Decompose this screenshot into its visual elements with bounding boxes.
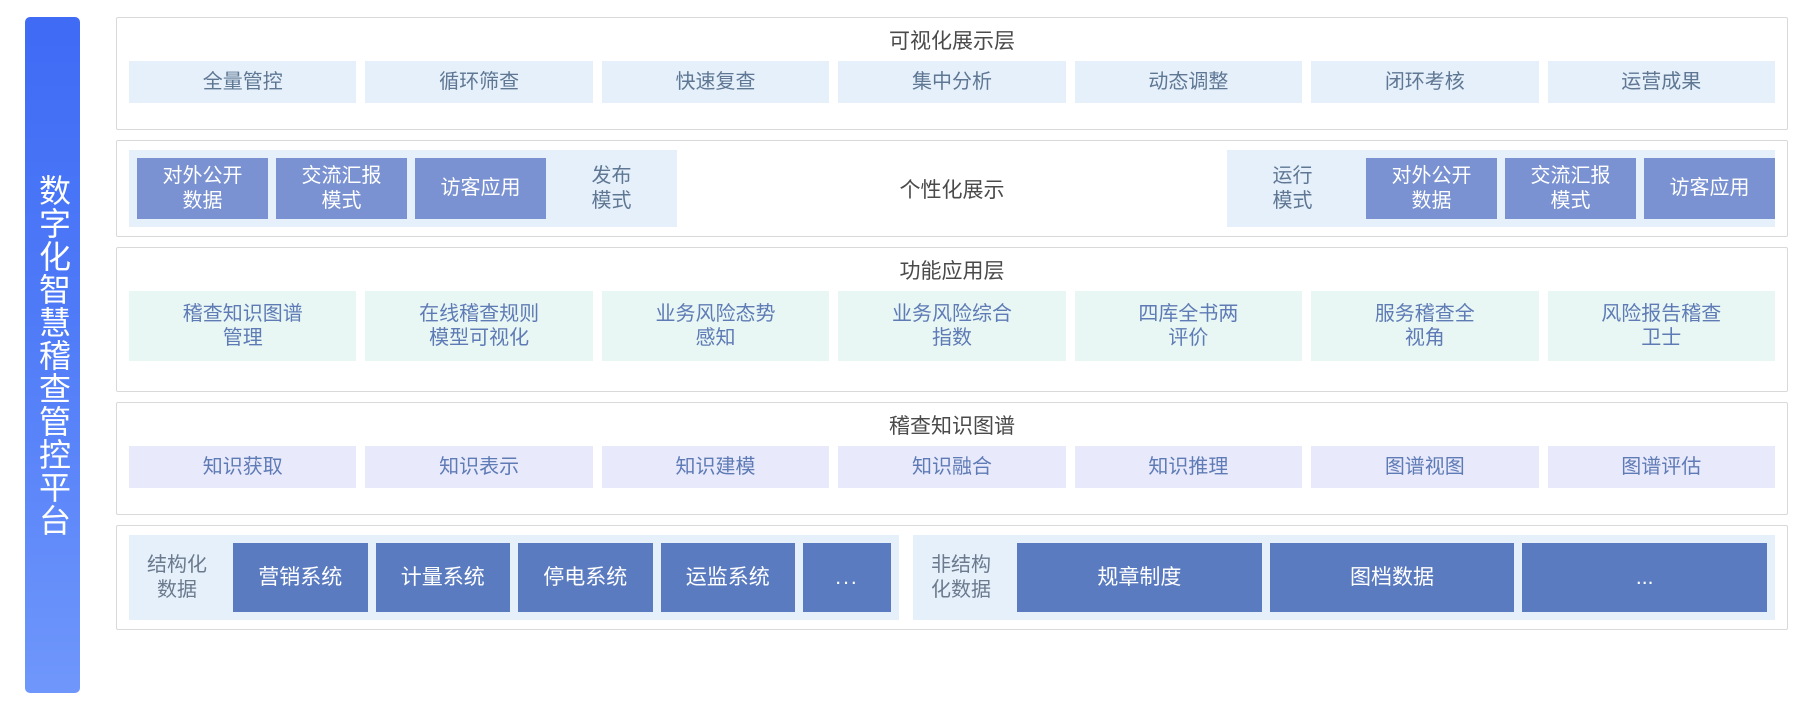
function-item[interactable]: 业务风险综合指数 xyxy=(838,291,1066,362)
display-mode-chip[interactable]: 对外公开数据 xyxy=(1366,158,1497,219)
display-mode-chip[interactable]: 对外公开数据 xyxy=(137,158,268,219)
visualization-item[interactable]: 全量管控 xyxy=(129,61,357,104)
knowledge-graph-item[interactable]: 知识建模 xyxy=(601,446,830,489)
personalized-display-label: 个性化展示 xyxy=(677,150,1227,227)
layer-knowledge-graph-items: 知识获取 知识表示 知识建模 知识融合 知识推理 图谱视图 图谱评估 xyxy=(117,446,1787,499)
visualization-item[interactable]: 动态调整 xyxy=(1074,61,1303,104)
structured-data-more[interactable]: ... xyxy=(803,543,891,612)
knowledge-graph-item[interactable]: 知识推理 xyxy=(1074,446,1303,489)
function-item[interactable]: 稽查知识图谱管理 xyxy=(129,291,357,362)
function-item[interactable]: 在线稽查规则模型可视化 xyxy=(365,291,593,362)
display-mode-chip[interactable]: 访客应用 xyxy=(1644,158,1775,219)
unstructured-data-more[interactable]: ... xyxy=(1522,543,1768,612)
visualization-item[interactable]: 快速复查 xyxy=(601,61,830,104)
function-item[interactable]: 业务风险态势感知 xyxy=(601,291,830,362)
display-mode-chip[interactable]: 访客应用 xyxy=(415,158,546,219)
knowledge-graph-item[interactable]: 知识融合 xyxy=(838,446,1066,489)
structured-data-label: 结构化数据 xyxy=(147,554,207,601)
layer-data-sources: 结构化数据 营销系统 计量系统 停电系统 运监系统 ... 非结构化数据 规章制… xyxy=(116,525,1788,630)
layer-display-modes: 对外公开数据 交流汇报模式 访客应用 发布模式 个性化展示 运行模式 对外公开数… xyxy=(116,140,1788,237)
display-mode-chip[interactable]: 发布模式 xyxy=(591,165,632,212)
knowledge-graph-item[interactable]: 图谱视图 xyxy=(1311,446,1539,489)
layer-visualization-title: 可视化展示层 xyxy=(889,30,1015,53)
function-item[interactable]: 四库全书两评价 xyxy=(1074,291,1303,362)
function-item[interactable]: 服务稽查全视角 xyxy=(1311,291,1539,362)
structured-data-group: 结构化数据 营销系统 计量系统 停电系统 运监系统 ... xyxy=(129,535,899,620)
visualization-item[interactable]: 运营成果 xyxy=(1547,61,1775,104)
structured-data-item[interactable]: 计量系统 xyxy=(375,543,510,612)
layer-knowledge-graph-title: 稽查知识图谱 xyxy=(889,415,1015,438)
knowledge-graph-item[interactable]: 知识获取 xyxy=(129,446,357,489)
knowledge-graph-item[interactable]: 图谱评估 xyxy=(1547,446,1775,489)
layer-knowledge-graph: 稽查知识图谱 知识获取 知识表示 知识建模 知识融合 知识推理 图谱视图 图谱评… xyxy=(116,402,1788,515)
display-mode-chip[interactable]: 交流汇报模式 xyxy=(1505,158,1636,219)
visualization-item[interactable]: 循环筛查 xyxy=(365,61,593,104)
display-mode-chip[interactable]: 运行模式 xyxy=(1272,165,1313,212)
layer-visualization: 可视化展示层 全量管控 循环筛查 快速复查 集中分析 动态调整 闭环考核 运营成… xyxy=(116,17,1788,130)
platform-sidebar: 数字化智慧稽查管控平台 xyxy=(25,17,80,693)
platform-title: 数字化智慧稽查管控平台 xyxy=(35,173,72,537)
structured-data-item[interactable]: 运监系统 xyxy=(660,543,795,612)
display-mode-chip[interactable]: 交流汇报模式 xyxy=(276,158,407,219)
display-modes-right-group: 运行模式 对外公开数据 交流汇报模式 访客应用 xyxy=(1227,150,1775,227)
unstructured-data-group: 非结构化数据 规章制度 图档数据 ... xyxy=(913,535,1775,620)
visualization-item[interactable]: 集中分析 xyxy=(838,61,1066,104)
layer-stack: 可视化展示层 全量管控 循环筛查 快速复查 集中分析 动态调整 闭环考核 运营成… xyxy=(116,17,1788,640)
knowledge-graph-item[interactable]: 知识表示 xyxy=(365,446,593,489)
unstructured-data-item[interactable]: 规章制度 xyxy=(1017,543,1262,612)
layer-visualization-items: 全量管控 循环筛查 快速复查 集中分析 动态调整 闭环考核 运营成果 xyxy=(117,61,1787,114)
unstructured-data-item[interactable]: 图档数据 xyxy=(1269,543,1515,612)
visualization-item[interactable]: 闭环考核 xyxy=(1311,61,1539,104)
unstructured-data-label: 非结构化数据 xyxy=(931,554,991,601)
display-modes-left-group: 对外公开数据 交流汇报模式 访客应用 发布模式 xyxy=(129,150,677,227)
function-item[interactable]: 风险报告稽查卫士 xyxy=(1547,291,1775,362)
structured-data-item[interactable]: 停电系统 xyxy=(518,543,653,612)
layer-function-application-items: 稽查知识图谱管理 在线稽查规则模型可视化 业务风险态势感知 业务风险综合指数 四… xyxy=(117,291,1787,372)
layer-function-application: 功能应用层 稽查知识图谱管理 在线稽查规则模型可视化 业务风险态势感知 业务风险… xyxy=(116,247,1788,392)
layer-function-application-title: 功能应用层 xyxy=(899,260,1005,283)
structured-data-item[interactable]: 营销系统 xyxy=(233,543,368,612)
